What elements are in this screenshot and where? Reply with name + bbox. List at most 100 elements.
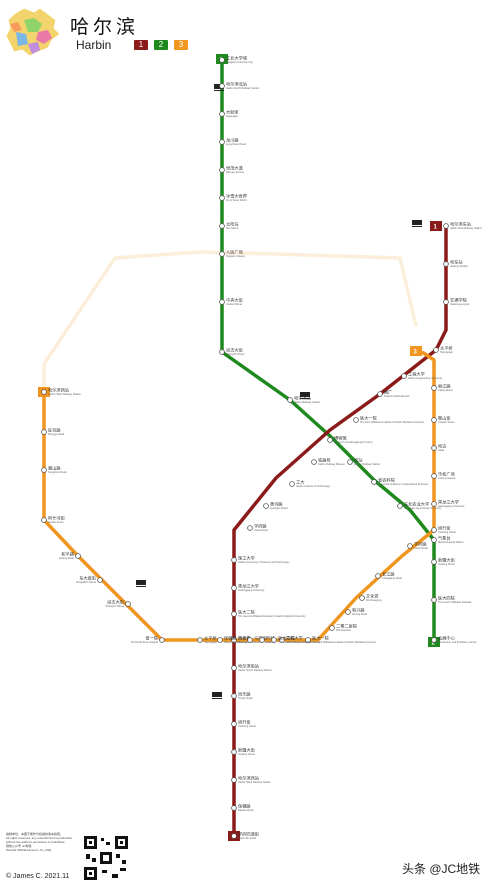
station-name-cn: 太平桥	[204, 635, 217, 642]
map-title-en: Harbin	[76, 38, 112, 52]
station-name-cn: 旭升街	[238, 719, 251, 726]
station-name-en: Harbin Engineering University	[408, 376, 443, 380]
station-name-cn: 大耿家	[226, 109, 239, 116]
station-dot	[443, 223, 449, 229]
station-name-cn: 旭升街	[438, 525, 451, 532]
station-name-en: Provincial Academy of Agricultural Scien…	[378, 482, 429, 486]
station-name-en: Zhengyi Road	[48, 432, 65, 436]
station-dot	[287, 397, 293, 403]
footer-note-en: All rights reserved, any unauthorized re…	[6, 836, 73, 844]
svg-text:3: 3	[414, 350, 418, 356]
station-dot	[407, 543, 413, 549]
station-name-cn: 龙川路	[226, 137, 239, 144]
station-name-cn: 保健路	[224, 635, 237, 642]
line-1-track	[232, 226, 448, 836]
station-dot	[247, 637, 253, 643]
station-dot	[305, 637, 311, 643]
station-dot	[259, 637, 265, 643]
station-dot	[279, 637, 285, 643]
station-name-cn: 长江路	[382, 571, 395, 578]
station-dot	[431, 473, 437, 479]
station-dot	[289, 481, 295, 487]
station-name-en: Northeast Agricultural University	[404, 506, 442, 510]
station-name-cn: 江北大学城	[226, 55, 248, 62]
station-dot	[231, 721, 237, 727]
station-name-cn: 二零二医院	[336, 623, 358, 630]
station-name-en: The Fourth Affiliated Hospital	[438, 600, 472, 604]
station-name-cn: 会展中心	[438, 635, 456, 642]
station-name-cn: 丽江路	[438, 383, 451, 390]
station-name-cn: 医大一院	[312, 635, 330, 642]
station-name-en: Harbin Railway Station	[354, 462, 381, 466]
station-dot	[431, 385, 437, 391]
station-name-cn: 哈尔滨站	[294, 395, 311, 402]
station-name-cn: 世茂大道	[226, 165, 244, 172]
station-name-en: Shangzhi Street	[226, 352, 245, 356]
station-name-cn: 和平路	[61, 551, 74, 558]
station-name-en: 202 Hospital	[336, 628, 351, 632]
station-name-en: Ashihe Street	[48, 520, 64, 524]
station-name-en: Huanghe Road	[270, 506, 288, 510]
line-2-track	[220, 60, 436, 640]
station-dot	[219, 251, 225, 257]
station-name-en: Convention and Exhibition Center	[438, 640, 477, 644]
svg-text:1: 1	[434, 225, 438, 231]
station-name-en: Jiangbei University City	[226, 60, 254, 64]
station-dot	[219, 299, 225, 305]
station-dot	[397, 503, 403, 509]
station-name-cn: 理工大学	[238, 555, 255, 562]
station-name-en: Hexing Road	[352, 612, 368, 616]
station-name-cn: 中央大街	[226, 297, 243, 304]
station-name-cn: 学府路	[414, 541, 427, 548]
station-name-en: The Second Affiliated Hospital of Harbin…	[238, 614, 306, 618]
station-dot	[97, 577, 103, 583]
station-dot	[431, 445, 437, 451]
train-icon	[136, 580, 146, 587]
station-dot	[247, 525, 253, 531]
train-icon	[412, 220, 422, 227]
station-name-cn: 医大二院	[238, 609, 256, 616]
station-dot	[377, 391, 383, 397]
station-name-en: Anshan Street	[438, 420, 455, 424]
terminal-badge-line-3-east: 3	[410, 346, 422, 356]
watermark: 头条 @JC地铁	[402, 862, 481, 876]
station-name-en: Museum of Heilongjiang Province	[334, 440, 373, 444]
station-name-en: Acheng	[266, 640, 275, 644]
station-dot	[329, 625, 335, 631]
station-name-en: Tongle Road	[238, 696, 253, 700]
station-name-cn: 工程大学	[408, 371, 425, 378]
station-name-en: Xidaqiao	[238, 640, 249, 644]
station-dot	[231, 777, 237, 783]
station-name-en: Changjiang Road	[382, 576, 403, 580]
station-name-cn: 尚志大街	[226, 347, 243, 354]
station-name-en: Baojian Road	[224, 640, 240, 644]
station-dot	[219, 349, 225, 355]
station-name-en: Provincial First Hospital	[131, 640, 159, 644]
station-name-en: The First Affiliated Hospital of Harbin …	[360, 420, 425, 424]
station-name-en: Hesong Street	[238, 640, 255, 644]
station-name-cn: 哈东站	[450, 259, 463, 266]
copyright-credit: © James C. 2021.11	[6, 873, 70, 880]
station-dot	[219, 139, 225, 145]
